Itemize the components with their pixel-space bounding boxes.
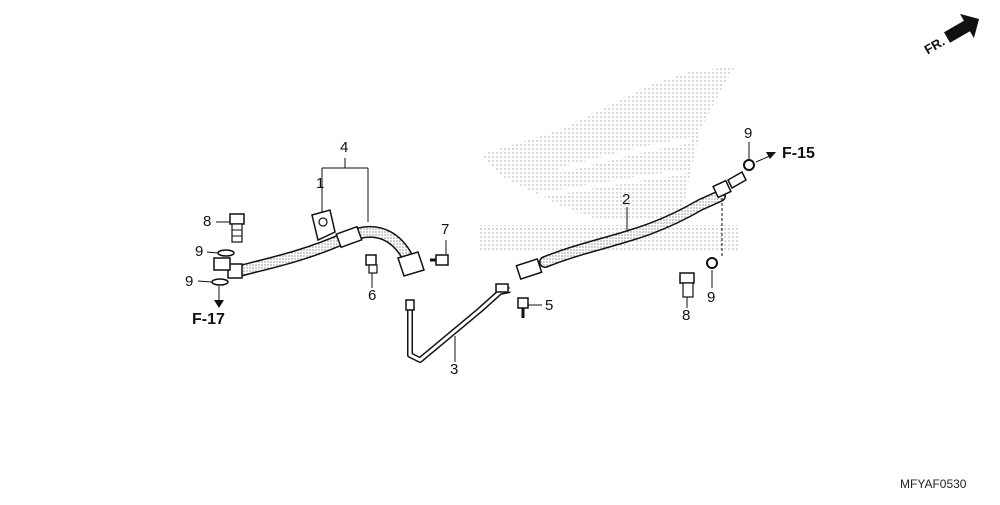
brake-pipe [405, 283, 511, 363]
bolt [430, 254, 449, 266]
diagram-code: MFYAF0530 [900, 477, 967, 491]
banjo-bolt-left [229, 213, 245, 243]
callout-label-9-right-upper: 9 [744, 125, 753, 142]
reference-f-17: F-17 [192, 311, 225, 328]
callout-label-7: 7 [441, 221, 450, 238]
banjo-bolt-right [679, 272, 695, 298]
callout-label-9-left-upper: 9 [195, 243, 204, 260]
brake-hose-right [515, 170, 747, 281]
callout-label-3: 3 [450, 361, 459, 378]
callout-label-4: 4 [340, 139, 349, 156]
callout-label-5: 5 [545, 297, 554, 314]
sealing-washer [706, 257, 718, 269]
callout-label-8-right: 8 [682, 307, 691, 324]
callout-label-8-left: 8 [203, 213, 212, 230]
hose-bracket [397, 251, 425, 277]
bolt [517, 297, 529, 318]
hose-clamp [311, 209, 336, 242]
banjo-fitting [213, 257, 231, 271]
sealing-washer [217, 249, 235, 257]
arrow-down-icon [214, 300, 224, 308]
callout-label-9-right-lower: 9 [707, 289, 716, 306]
callout-label-9-left-lower: 9 [185, 273, 194, 290]
leader-lines [197, 142, 773, 362]
bolt [365, 254, 378, 274]
arrow-right-icon [766, 152, 776, 159]
sealing-washer [743, 159, 755, 171]
callout-label-2: 2 [622, 191, 631, 208]
brake-hose-left [227, 225, 416, 279]
callout-label-1: 1 [316, 175, 325, 192]
callout-label-6: 6 [368, 287, 377, 304]
front-direction-arrow [944, 13, 980, 43]
sealing-washer [211, 278, 229, 286]
watermark-wing-logo [480, 66, 740, 250]
reference-f-15: F-15 [782, 145, 815, 162]
